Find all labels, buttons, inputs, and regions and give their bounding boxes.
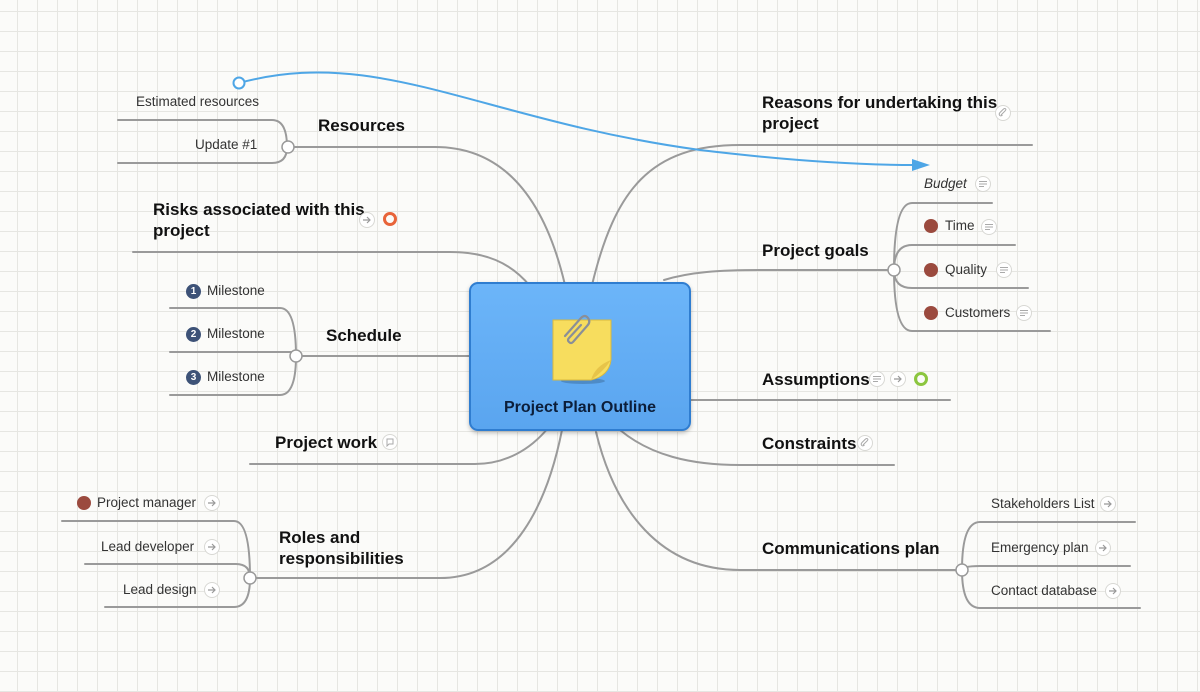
relationship-start-handle bbox=[232, 76, 246, 90]
connector-project-goals bbox=[663, 269, 895, 281]
topic-risks-line-2: project bbox=[153, 221, 210, 240]
topic-risks[interactable]: Risks associated with this project bbox=[153, 199, 365, 241]
collapse-handle-schedule bbox=[289, 349, 303, 363]
topic-risks-line-1: Risks associated with this bbox=[153, 200, 365, 219]
notes-icon[interactable] bbox=[996, 262, 1012, 278]
topic-reasons-line-2: project bbox=[762, 114, 819, 133]
topic-communications-plan[interactable]: Communications plan bbox=[762, 539, 940, 558]
task-dot-icon bbox=[924, 306, 938, 320]
connector-budget bbox=[893, 202, 993, 271]
connector-project-manager bbox=[61, 520, 251, 579]
link-arrow-icon[interactable] bbox=[1095, 540, 1111, 556]
link-arrow-icon[interactable] bbox=[359, 212, 375, 228]
subtopic-project-manager[interactable]: Project manager bbox=[97, 495, 197, 510]
notes-icon[interactable] bbox=[1016, 305, 1032, 321]
connector-milestone-3 bbox=[169, 355, 297, 396]
task-dot-icon bbox=[77, 496, 91, 510]
subtopic-time[interactable]: Time bbox=[945, 218, 975, 233]
subtopic-milestone-2[interactable]: Milestone bbox=[207, 326, 265, 341]
topic-reasons[interactable]: Reasons for undertaking this project bbox=[762, 92, 997, 134]
subtopic-customers[interactable]: Customers bbox=[945, 305, 1011, 320]
comment-icon[interactable] bbox=[382, 434, 398, 450]
sticky-note-with-paperclip-icon bbox=[551, 314, 613, 391]
attachment-icon[interactable] bbox=[857, 435, 873, 451]
link-arrow-icon[interactable] bbox=[1100, 496, 1116, 512]
link-arrow-icon[interactable] bbox=[204, 582, 220, 598]
central-topic[interactable]: Project Plan Outline bbox=[469, 282, 691, 431]
task-dot-icon bbox=[924, 219, 938, 233]
collapse-handle-roles bbox=[243, 571, 257, 585]
connector-customers bbox=[893, 269, 1051, 332]
subtopic-contact-database[interactable]: Contact database bbox=[991, 583, 1097, 598]
subtopic-milestone-1[interactable]: Milestone bbox=[207, 283, 265, 298]
link-arrow-icon[interactable] bbox=[1105, 583, 1121, 599]
attachment-icon[interactable] bbox=[995, 105, 1011, 121]
topic-schedule[interactable]: Schedule bbox=[326, 326, 402, 345]
subtopic-quality[interactable]: Quality bbox=[945, 262, 988, 277]
notes-icon[interactable] bbox=[869, 371, 885, 387]
connector-risks bbox=[132, 251, 531, 287]
collapse-handle-communications bbox=[955, 563, 969, 577]
topic-resources[interactable]: Resources bbox=[318, 116, 405, 135]
connector-project-work bbox=[249, 427, 549, 465]
link-arrow-icon[interactable] bbox=[890, 371, 906, 387]
topic-roles[interactable]: Roles and responsibilities bbox=[279, 527, 404, 569]
milestone-number-1-icon: 1 bbox=[186, 284, 201, 299]
link-arrow-icon[interactable] bbox=[204, 495, 220, 511]
topic-roles-line-1: Roles and bbox=[279, 528, 361, 547]
connector-milestone-1 bbox=[169, 307, 297, 357]
connector-resources bbox=[286, 146, 566, 286]
connector-communications bbox=[595, 431, 963, 571]
subtopic-budget[interactable]: Budget bbox=[924, 176, 967, 191]
collapse-handle-goals bbox=[887, 263, 901, 277]
subtopic-emergency-plan[interactable]: Emergency plan bbox=[991, 540, 1089, 555]
connector-roles bbox=[249, 429, 563, 579]
subtopic-lead-design[interactable]: Lead design bbox=[123, 582, 197, 597]
topic-project-work[interactable]: Project work bbox=[275, 433, 378, 452]
milestone-number-3-icon: 3 bbox=[186, 370, 201, 385]
notes-icon[interactable] bbox=[981, 219, 997, 235]
collapse-handle-resources bbox=[281, 140, 295, 154]
task-dot-icon bbox=[924, 263, 938, 277]
connector-constraints bbox=[619, 429, 895, 466]
risk-status-ring-icon bbox=[383, 212, 397, 226]
relationship-arrowhead bbox=[912, 159, 930, 171]
relationship-arrow bbox=[238, 71, 916, 166]
milestone-number-2-icon: 2 bbox=[186, 327, 201, 342]
subtopic-lead-developer[interactable]: Lead developer bbox=[101, 539, 195, 554]
connector-reasons bbox=[591, 144, 1033, 286]
topic-roles-line-2: responsibilities bbox=[279, 549, 404, 568]
subtopic-estimated-resources[interactable]: Estimated resources bbox=[136, 94, 260, 109]
connector-stakeholders bbox=[961, 521, 1136, 571]
connector-lead-developer bbox=[84, 563, 251, 579]
notes-icon[interactable] bbox=[975, 176, 991, 192]
connector-emergency bbox=[961, 565, 1131, 571]
subtopic-milestone-3[interactable]: Milestone bbox=[207, 369, 265, 384]
topic-reasons-line-1: Reasons for undertaking this bbox=[762, 93, 998, 112]
central-topic-title: Project Plan Outline bbox=[503, 399, 657, 416]
topic-assumptions[interactable]: Assumptions bbox=[762, 370, 870, 389]
link-arrow-icon[interactable] bbox=[204, 539, 220, 555]
subtopic-update-1[interactable]: Update #1 bbox=[195, 137, 258, 152]
assumption-status-ring-icon bbox=[914, 372, 928, 386]
topic-constraints[interactable]: Constraints bbox=[762, 434, 857, 453]
subtopic-stakeholders-list[interactable]: Stakeholders List bbox=[991, 496, 1095, 511]
connector-contact-database bbox=[961, 569, 1141, 609]
topic-project-goals[interactable]: Project goals bbox=[762, 241, 869, 260]
